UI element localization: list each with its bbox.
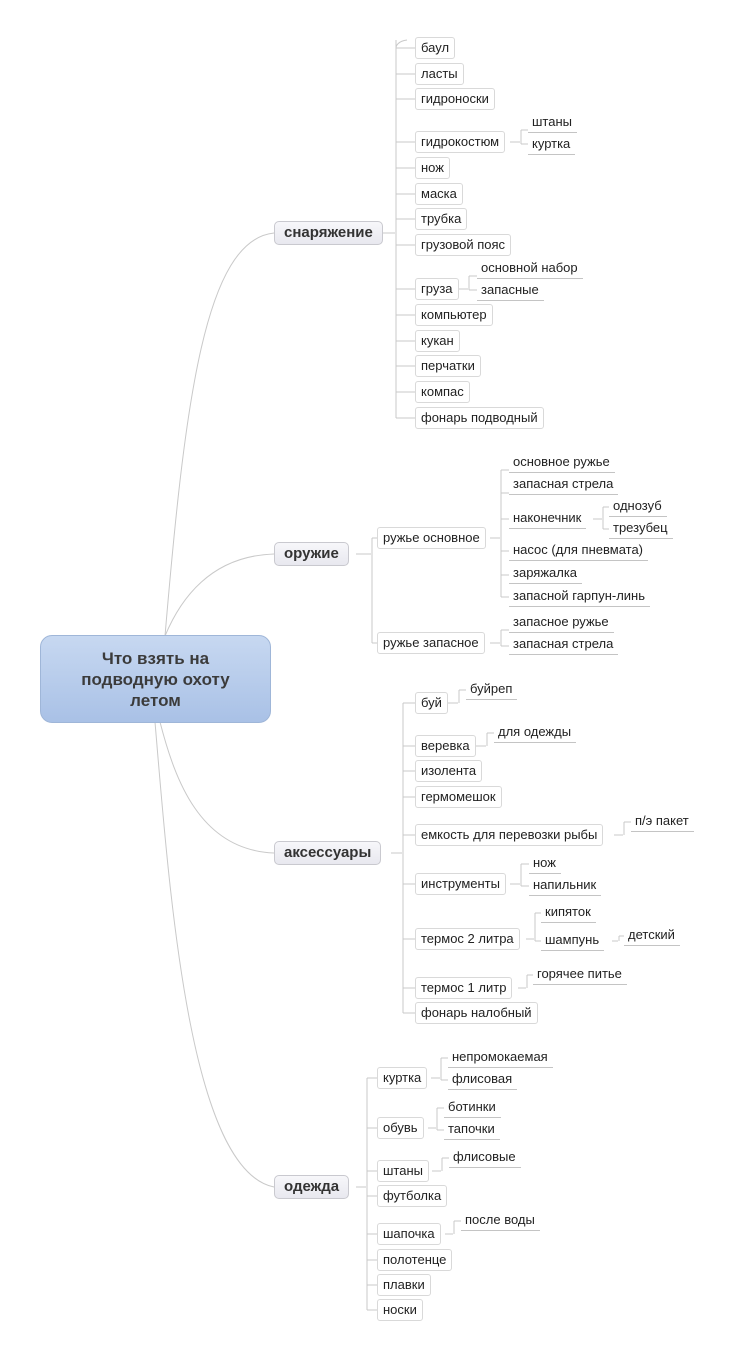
main-gun-subitem[interactable]: заряжалка — [509, 564, 583, 584]
jacket-subitem[interactable]: непромокаемая — [448, 1048, 553, 1068]
weights-subitem[interactable]: запасные — [477, 281, 544, 301]
accessory-item[interactable]: веревка — [415, 735, 476, 757]
accessory-item[interactable]: фонарь налобный — [415, 1002, 538, 1024]
accessory-item[interactable]: термос 2 литра — [415, 928, 520, 950]
pants-subitem[interactable]: флисовые — [449, 1148, 521, 1168]
clothes-item[interactable]: штаны — [377, 1160, 429, 1182]
equipment-item[interactable]: фонарь подводный — [415, 407, 544, 429]
tools-subitem[interactable]: нож — [529, 854, 561, 874]
branch-weapon[interactable]: оружие — [274, 542, 349, 566]
accessory-item[interactable]: инструменты — [415, 873, 506, 895]
clothes-item[interactable]: футболка — [377, 1185, 448, 1207]
spare-gun-subitem[interactable]: запасная стрела — [509, 635, 619, 655]
wetsuit-subitem[interactable]: штаны — [528, 113, 577, 133]
thermos1-subitem[interactable]: горячее питье — [533, 965, 627, 985]
root-topic[interactable]: Что взять на подводную охоту летом — [40, 635, 271, 723]
equipment-item[interactable]: баул — [415, 37, 456, 59]
main-gun-subitem[interactable]: основное ружье — [509, 453, 615, 473]
weapon-main-gun[interactable]: ружье основное — [377, 527, 486, 549]
jacket-subitem[interactable]: флисовая — [448, 1070, 518, 1090]
spare-gun-subitem[interactable]: запасное ружье — [509, 613, 614, 633]
equipment-item[interactable]: трубка — [415, 208, 468, 230]
equipment-item[interactable]: компьютер — [415, 304, 493, 326]
shampoo-subitem[interactable]: детский — [624, 926, 680, 946]
tip-subitem[interactable]: трезубец — [609, 519, 673, 539]
equipment-item[interactable]: грузовой пояс — [415, 234, 512, 256]
clothes-item[interactable]: носки — [377, 1299, 423, 1321]
clothes-item[interactable]: куртка — [377, 1067, 428, 1089]
accessory-item[interactable]: буй — [415, 692, 448, 714]
clothes-item[interactable]: плавки — [377, 1274, 431, 1296]
equipment-item[interactable]: гидрокостюм — [415, 131, 506, 153]
rope-subitem[interactable]: для одежды — [494, 723, 577, 743]
tools-subitem[interactable]: напильник — [529, 876, 602, 896]
main-gun-subitem[interactable]: наконечник — [509, 509, 587, 529]
main-gun-subitem[interactable]: запасная стрела — [509, 475, 619, 495]
shoes-subitem[interactable]: ботинки — [444, 1098, 501, 1118]
hat-subitem[interactable]: после воды — [461, 1211, 540, 1231]
branch-accessories[interactable]: аксессуары — [274, 841, 382, 865]
wetsuit-subitem[interactable]: куртка — [528, 135, 576, 155]
equipment-item[interactable]: гидроноски — [415, 88, 495, 110]
branch-equipment[interactable]: снаряжение — [274, 221, 383, 245]
branch-clothes[interactable]: одежда — [274, 1175, 350, 1199]
equipment-item[interactable]: нож — [415, 157, 450, 179]
equipment-item[interactable]: компас — [415, 381, 470, 403]
clothes-item[interactable]: обувь — [377, 1117, 424, 1139]
shoes-subitem[interactable]: тапочки — [444, 1120, 500, 1140]
equipment-item[interactable]: маска — [415, 183, 463, 205]
equipment-item[interactable]: груза — [415, 278, 459, 300]
weapon-spare-gun[interactable]: ружье запасное — [377, 632, 485, 654]
equipment-item[interactable]: кукан — [415, 330, 460, 352]
tip-subitem[interactable]: однозуб — [609, 497, 667, 517]
container-subitem[interactable]: п/э пакет — [631, 812, 694, 832]
accessory-item[interactable]: изолента — [415, 760, 483, 782]
accessory-item[interactable]: термос 1 литр — [415, 977, 513, 999]
accessory-item[interactable]: гермомешок — [415, 786, 502, 808]
thermos2-subitem[interactable]: кипяток — [541, 903, 596, 923]
accessory-item[interactable]: емкость для перевозки рыбы — [415, 824, 604, 846]
main-gun-subitem[interactable]: насос (для пневмата) — [509, 541, 649, 561]
equipment-item[interactable]: перчатки — [415, 355, 481, 377]
weights-subitem[interactable]: основной набор — [477, 259, 583, 279]
clothes-item[interactable]: шапочка — [377, 1223, 441, 1245]
buoy-subitem[interactable]: буйреп — [466, 680, 518, 700]
thermos2-subitem[interactable]: шампунь — [541, 931, 605, 951]
clothes-item[interactable]: полотенце — [377, 1249, 453, 1271]
main-gun-subitem[interactable]: запасной гарпун-линь — [509, 587, 651, 607]
equipment-item[interactable]: ласты — [415, 63, 464, 85]
